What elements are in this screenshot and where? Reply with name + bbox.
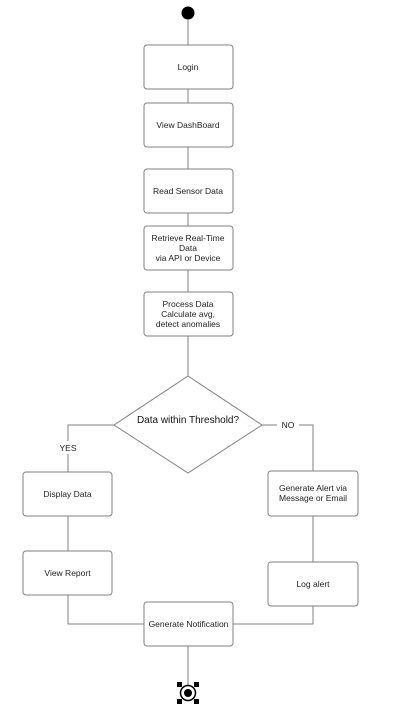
decision-label: Data within Threshold? xyxy=(137,415,240,426)
process-label-line: Process Data xyxy=(162,299,213,309)
view-dashboard-box xyxy=(143,102,234,148)
read-sensor-label-line: Read Sensor Data xyxy=(153,186,223,196)
connector-decision-yes xyxy=(67,424,114,472)
process-label-line: Calculate avg, xyxy=(161,309,215,319)
display-label-line: Display Data xyxy=(43,489,91,499)
login-label: Login xyxy=(178,62,199,72)
process-data-box xyxy=(143,291,234,337)
yes-label: YES xyxy=(59,443,76,453)
log-alert-label-line: Log alert xyxy=(296,579,330,589)
retrieve-label-line: via API or Device xyxy=(156,253,221,263)
generate-notification-label-line: Generate Notification xyxy=(149,619,229,629)
end-node xyxy=(177,682,199,704)
read-sensor-label: Read Sensor Data xyxy=(153,186,223,196)
login-box xyxy=(143,44,234,90)
connector-report-notification xyxy=(67,595,144,625)
display-label: Display Data xyxy=(43,489,91,499)
decision-label-line: Data within Threshold? xyxy=(137,415,240,426)
connector-decision-no xyxy=(262,424,314,471)
generate-alert-box xyxy=(267,470,359,517)
decision-diamond xyxy=(113,375,263,474)
view-dashboard-label-line: View DashBoard xyxy=(156,120,219,130)
display-data-box xyxy=(22,471,113,517)
log-alert-label: Log alert xyxy=(296,579,330,589)
view-report-box xyxy=(22,550,113,596)
retrieve-data-box xyxy=(143,225,234,271)
generate-alert-label-line: Generate Alert via xyxy=(279,483,347,493)
log-alert-box xyxy=(267,561,359,607)
read-sensor-data-box xyxy=(143,168,234,214)
no-label: NO xyxy=(282,420,295,430)
login-label-line: Login xyxy=(178,62,199,72)
view-dashboard-label: View DashBoard xyxy=(156,120,219,130)
view-report-label: View Report xyxy=(44,568,91,578)
retrieve-label-line: Data xyxy=(179,243,197,253)
connector-lines xyxy=(67,19,314,687)
process-label-line: detect anomalies xyxy=(156,319,220,329)
start-node xyxy=(181,6,195,20)
connector-log-notification xyxy=(233,606,314,625)
generate-alert-label-line: Message or Email xyxy=(279,493,347,503)
activity-boxes xyxy=(22,44,359,647)
selection-handles xyxy=(177,682,199,704)
view-report-label-line: View Report xyxy=(44,568,91,578)
generate-notification-box xyxy=(143,601,234,647)
retrieve-label-line: Retrieve Real-Time xyxy=(152,233,225,243)
generate-notification-label: Generate Notification xyxy=(149,619,229,629)
